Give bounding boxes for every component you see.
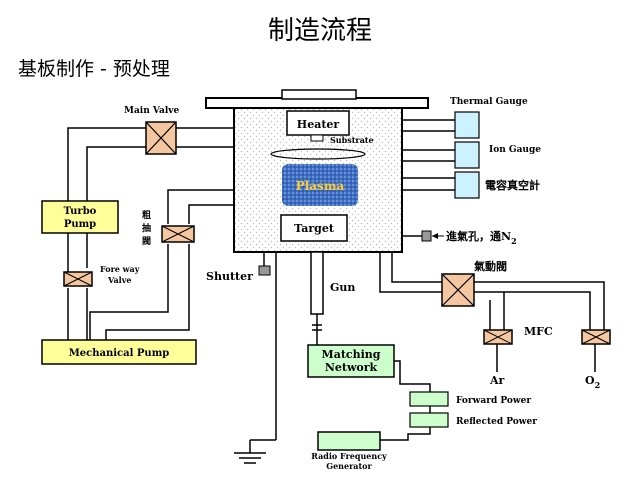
- shutter-block: [258, 265, 271, 276]
- gas-lines: [379, 252, 605, 372]
- heater-box: Heater: [286, 110, 350, 136]
- shutter-label: Shutter: [206, 270, 253, 283]
- ion-gauge-label: Ion Gauge: [489, 145, 541, 155]
- plasma-region: Plasma: [282, 164, 358, 206]
- ground-symbol: [234, 439, 276, 464]
- rough-valve-label-1: 粗: [142, 209, 151, 221]
- rf-generator-label-2: Generator: [326, 461, 372, 471]
- gas-inlet-port: [421, 230, 432, 242]
- mechanical-pump: Mechanical Pump: [41, 339, 197, 365]
- matching-label-1: Matching: [322, 348, 381, 361]
- rf-generator-label-1: Radio Frequency: [311, 451, 387, 461]
- mechanical-pump-label: Mechanical Pump: [69, 348, 170, 359]
- mfc-valve-o2[interactable]: [581, 329, 611, 345]
- rf-lines: [380, 360, 431, 441]
- matching-network: Matching Network: [307, 344, 395, 378]
- target-label: Target: [294, 222, 335, 235]
- mfc-valve-ar[interactable]: [483, 329, 513, 345]
- pumping-lines: [67, 127, 234, 340]
- o2-label: O2: [585, 374, 600, 390]
- page-title: 制造流程: [267, 16, 372, 46]
- turbo-pump: Turbo Pump: [41, 200, 119, 234]
- main-valve[interactable]: [145, 121, 177, 155]
- main-valve-label: Main Valve: [124, 106, 180, 116]
- plasma-label: Plasma: [296, 179, 345, 193]
- thermal-gauge-label: Thermal Gauge: [450, 97, 528, 107]
- matching-label-2: Network: [325, 361, 378, 374]
- reflected-power-label: Reflected Power: [456, 417, 537, 427]
- mfc-label: MFC: [524, 325, 553, 338]
- gas-valve[interactable]: [441, 273, 475, 307]
- reflected-power-meter: [409, 412, 449, 428]
- fore-way-valve[interactable]: [63, 271, 93, 287]
- substrate-holder: [310, 134, 324, 142]
- substrate-label: Substrate: [330, 135, 374, 145]
- capacitance-gauge: [454, 171, 480, 199]
- turbo-pump-label-1: Turbo: [64, 206, 97, 217]
- heater-label: Heater: [297, 118, 340, 131]
- forward-power-meter: [409, 391, 449, 407]
- gas-inlet-label: 進氣孔，通N2: [446, 229, 517, 246]
- rough-valve-label-2: 抽: [142, 222, 151, 234]
- fore-way-label-2: Valve: [107, 275, 131, 285]
- gauge-lines: [402, 119, 455, 191]
- ar-label: Ar: [489, 374, 505, 387]
- fore-way-label-1: Fore way: [100, 264, 140, 274]
- rough-valve-label-3: 閥: [142, 236, 151, 247]
- target-box: Target: [280, 214, 348, 242]
- gas-valve-label: 氣動閥: [474, 259, 507, 273]
- thermal-gauge: [454, 111, 480, 139]
- rf-generator: [317, 431, 381, 451]
- capacitance-gauge-label: 電容真空計: [485, 178, 540, 192]
- forward-power-label: Forward Power: [456, 396, 531, 406]
- gun-label: Gun: [330, 281, 355, 294]
- page-subtitle: 基板制作 - 预处理: [18, 58, 170, 80]
- sputter-gun: [310, 251, 324, 345]
- turbo-pump-label-2: Pump: [64, 219, 96, 230]
- substrate-disc: [270, 148, 366, 160]
- ion-gauge: [454, 141, 480, 169]
- rough-valve[interactable]: [161, 225, 195, 243]
